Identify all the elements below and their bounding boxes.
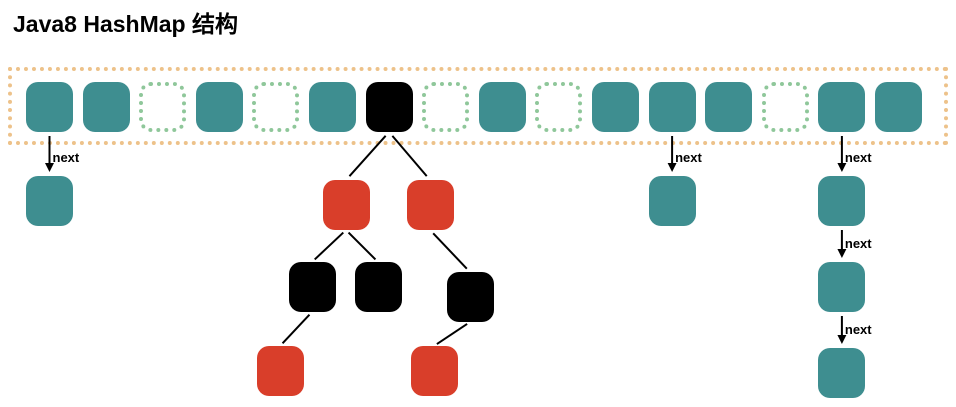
bucket-cell-15-occupied (875, 82, 922, 132)
tree-node-black-left (288, 262, 336, 312)
tree-node-red-left (322, 180, 370, 230)
next-label: next (844, 236, 872, 251)
bucket-cell-8-occupied (478, 82, 526, 132)
tree-node-black-mid (354, 262, 402, 312)
next-label: next (675, 150, 702, 165)
bucket-cell-7-empty (422, 82, 470, 132)
bucket-cell-9-empty (535, 82, 583, 132)
next-label: next (844, 322, 872, 337)
list-node-bucket14-2 (818, 348, 866, 398)
tree-node-red-leaf-left (256, 346, 304, 396)
bucket-cell-1-occupied (82, 82, 130, 132)
list-node-bucket14-0 (818, 176, 866, 226)
tree-edge-black-left-to-red-leaf-left (281, 314, 311, 344)
list-node-bucket14-1 (818, 262, 866, 312)
bucket-array-container (8, 67, 948, 145)
tree-node-red-right (406, 180, 454, 230)
bucket-cell-5-occupied (309, 82, 356, 132)
bucket-cell-6-treeified (365, 82, 413, 132)
tree-node-red-leaf-right (410, 346, 458, 396)
bucket-cell-0-occupied (26, 82, 73, 132)
tree-node-black-right (446, 272, 494, 322)
tree-edge-red-right-to-black-right (432, 232, 468, 270)
next-label: next (844, 150, 872, 165)
bucket-cell-13-empty (761, 82, 809, 132)
tree-edge-red-left-to-black-left (314, 231, 344, 261)
page-title: Java8 HashMap 结构 (13, 11, 238, 37)
tree-edge-black-right-to-red-leaf-right (436, 323, 468, 345)
bucket-cell-14-occupied (818, 82, 866, 132)
bucket-cell-11-occupied (648, 82, 696, 132)
next-label: next (52, 150, 80, 165)
bucket-cell-3-occupied (195, 82, 243, 132)
list-node-bucket0-0 (26, 176, 73, 226)
bucket-cell-10-occupied (592, 82, 639, 132)
bucket-cell-2-empty (139, 82, 187, 132)
bucket-cell-12-occupied (705, 82, 753, 132)
bucket-cell-4-empty (252, 82, 300, 132)
tree-edge-red-left-to-black-mid (347, 231, 377, 261)
list-node-bucket11-0 (648, 176, 696, 226)
